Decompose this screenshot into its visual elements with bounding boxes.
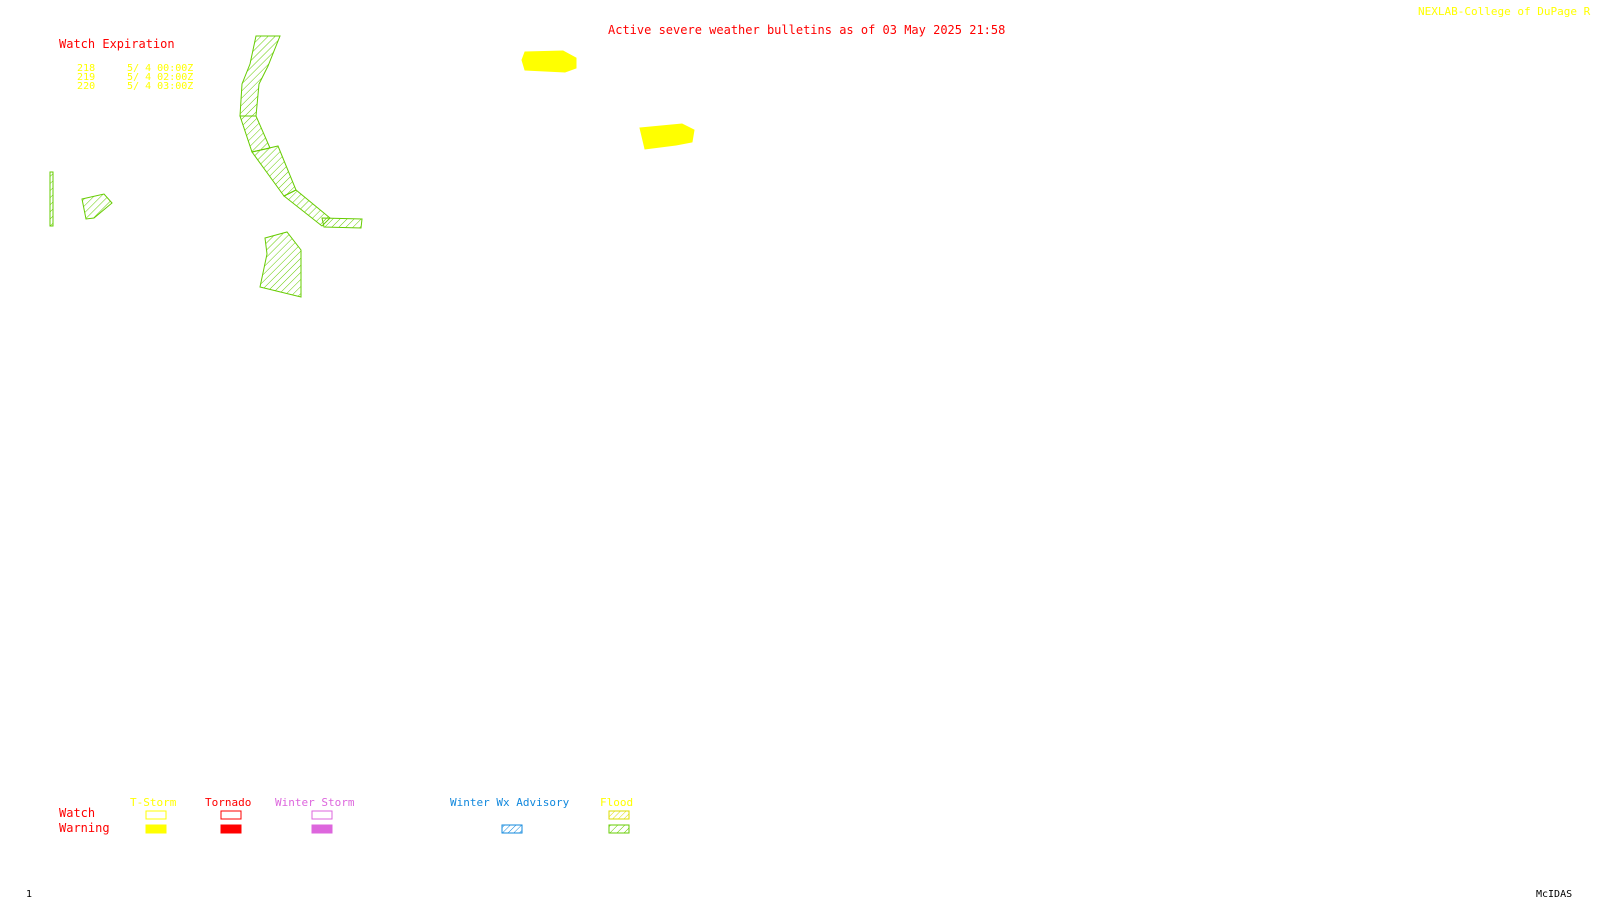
frame-number: 1	[26, 889, 33, 900]
flood-warning-edge[interactable]	[49, 171, 54, 227]
tstorm-warning-east[interactable]	[639, 123, 695, 150]
watch-expires: 5/ 4 03:00Z	[127, 81, 194, 92]
legend-winter-storm-warning-swatch	[311, 824, 333, 834]
tstorm-warning-north[interactable]	[521, 50, 577, 73]
watch-expires: 5/ 4 00:00Z	[127, 63, 194, 74]
watch-expires: 5/ 4 02:00Z	[127, 72, 194, 83]
watch-expiration-row: 219 5/ 4 02:00Z	[65, 64, 194, 83]
legend-tstorm-watch-swatch	[145, 810, 167, 820]
legend-swatches	[145, 810, 630, 834]
legend-flood-warning-swatch	[608, 824, 630, 834]
watch-number: 218	[77, 63, 96, 74]
legend-watch-row-label: Watch	[59, 806, 96, 820]
flood-warning-south[interactable]	[259, 231, 302, 298]
legend-warning-row-label: Warning	[59, 821, 110, 835]
flood-warning-small-west[interactable]	[81, 193, 113, 220]
credit-label: NEXLAB-College of DuPage R	[1418, 5, 1591, 18]
flood-warning-corridor[interactable]	[239, 35, 363, 229]
watch-number: 220	[77, 81, 96, 92]
legend-tstorm-warning-swatch	[145, 824, 167, 834]
legend-flood-label: Flood	[600, 796, 634, 809]
legend-winter-advisory-label: Winter Wx Advisory	[450, 796, 570, 809]
legend-tstorm-label: T-Storm	[130, 796, 177, 809]
legend-tornado-watch-swatch	[220, 810, 242, 820]
legend-tornado-label: Tornado	[205, 796, 252, 809]
legend-winter-advisory-warning-swatch	[501, 824, 523, 834]
watch-expiration-heading: Watch Expiration	[59, 37, 175, 51]
watch-number: 219	[77, 72, 96, 83]
watch-expiration-row: 218 5/ 4 00:00Z	[65, 55, 194, 74]
bulletin-title: Active severe weather bulletins as of 03…	[608, 23, 1006, 37]
legend-winter-storm-label: Winter Storm	[275, 796, 355, 809]
legend-flood-watch-swatch	[608, 810, 630, 820]
legend-tornado-warning-swatch	[220, 824, 242, 834]
legend-winter-storm-watch-swatch	[311, 810, 333, 820]
watch-expiration-row: 220 5/ 4 03:00Z	[65, 73, 194, 92]
software-label: McIDAS	[1536, 889, 1573, 900]
